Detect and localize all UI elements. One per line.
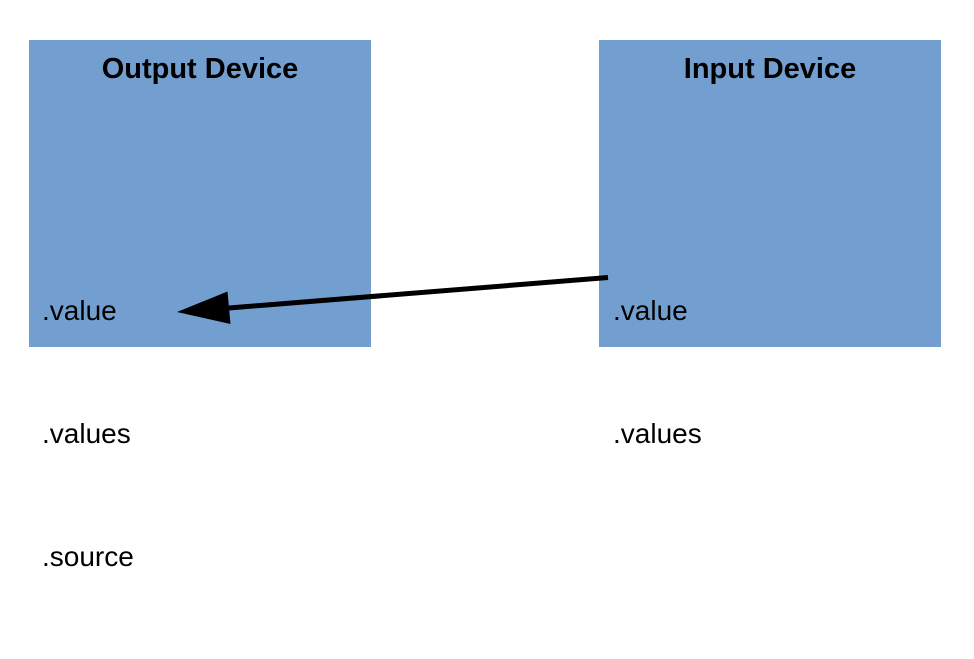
- property-values: .values: [42, 418, 131, 449]
- diagram-canvas: { "diagram": { "background_color": "#fff…: [29, 40, 941, 572]
- box-input-device-properties: .value .values: [613, 208, 702, 536]
- box-input-device: Input Device .value .values: [599, 40, 941, 449]
- box-output-device-properties: .value .values .source: [42, 208, 134, 659]
- property-source: .source: [42, 541, 134, 572]
- box-input-device-title: Input Device: [683, 53, 857, 85]
- box-output-device-title: Output Device: [101, 53, 299, 85]
- property-value: .value: [613, 295, 688, 326]
- property-values: .values: [613, 418, 702, 449]
- property-value: .value: [42, 295, 117, 326]
- box-output-device: Output Device .value .values .source: [29, 40, 371, 572]
